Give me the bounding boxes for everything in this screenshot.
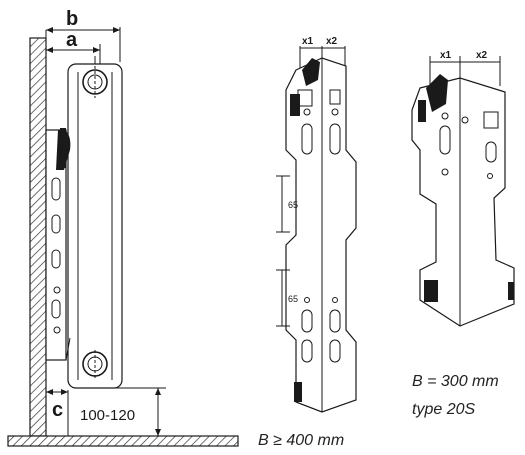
label-c-box: [48, 398, 68, 418]
wall: [29, 37, 47, 437]
side-view: b a: [7, 8, 239, 447]
floor: [7, 435, 239, 447]
label-b: b: [66, 8, 78, 30]
bracket-small-caption-line1: B = 300 mm: [412, 373, 499, 390]
bracket-small-caption-line2: type 20S: [412, 401, 475, 418]
bracket-large-dim-top: 65: [288, 200, 298, 210]
label-c: c: [52, 399, 63, 421]
dimension-a: a: [46, 29, 101, 70]
bracket-large: x1 x2 65 65 B ≥ 400 mm: [258, 36, 357, 449]
wall-bracket-profile: [45, 128, 71, 361]
bracket-large-x2: x2: [326, 36, 338, 47]
bracket-small: x1 x2 B = 300 mm type 20S: [411, 50, 515, 418]
bracket-large-dim-bottom: 65: [288, 294, 298, 304]
bracket-large-caption: B ≥ 400 mm: [258, 432, 344, 449]
bracket-small-x1: x1: [440, 50, 452, 61]
radiator-side-profile: [67, 56, 123, 389]
label-a: a: [66, 29, 78, 51]
bracket-large-x1: x1: [302, 36, 314, 47]
bracket-small-x2: x2: [476, 50, 488, 61]
floor-clearance-label: 100-120: [80, 407, 135, 424]
dimension-c: c: [46, 389, 69, 436]
floor-clearance-dimension: 100-120: [74, 387, 166, 436]
dimension-b: b: [45, 8, 121, 62]
